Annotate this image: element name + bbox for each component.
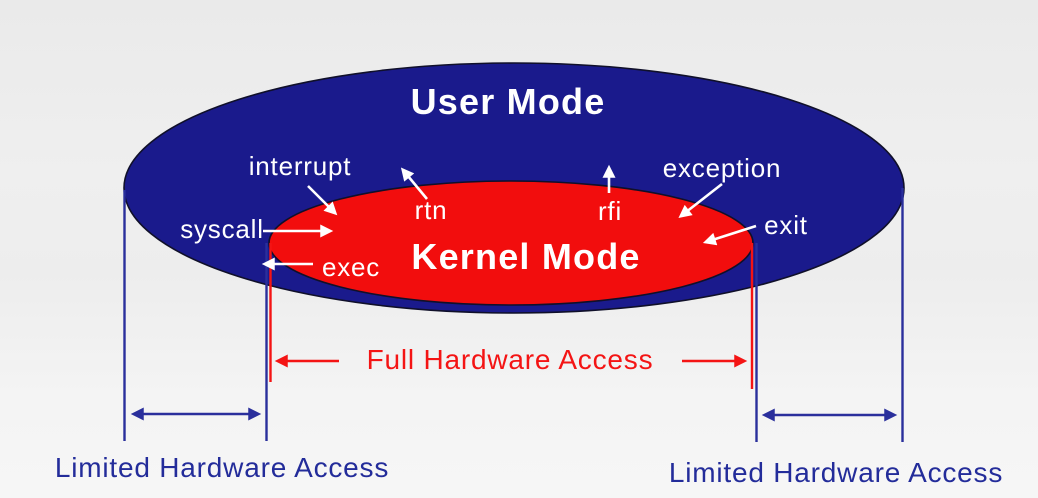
exception-label: exception [662, 153, 782, 183]
exec-label: exec [321, 252, 381, 282]
interrupt-arrow [307, 185, 338, 216]
syscall-label: syscall [180, 214, 264, 244]
rtn-arrow [400, 167, 429, 200]
interrupt-label: interrupt [248, 151, 352, 181]
full-hardware-access-label: Full Hardware Access [366, 344, 654, 375]
kernel-mode-title: Kernel Mode [411, 236, 641, 277]
limited-hardware-access-left-label: Limited Hardware Access [54, 452, 390, 483]
rtn-label: rtn [414, 195, 448, 225]
exit-label: exit [764, 210, 808, 240]
exit-arrow [702, 224, 757, 246]
user-mode-title: User Mode [410, 81, 606, 122]
rfi-label: rfi [597, 196, 623, 226]
exception-arrow [678, 182, 723, 218]
limited-hardware-access-right-label: Limited Hardware Access [668, 457, 1004, 488]
